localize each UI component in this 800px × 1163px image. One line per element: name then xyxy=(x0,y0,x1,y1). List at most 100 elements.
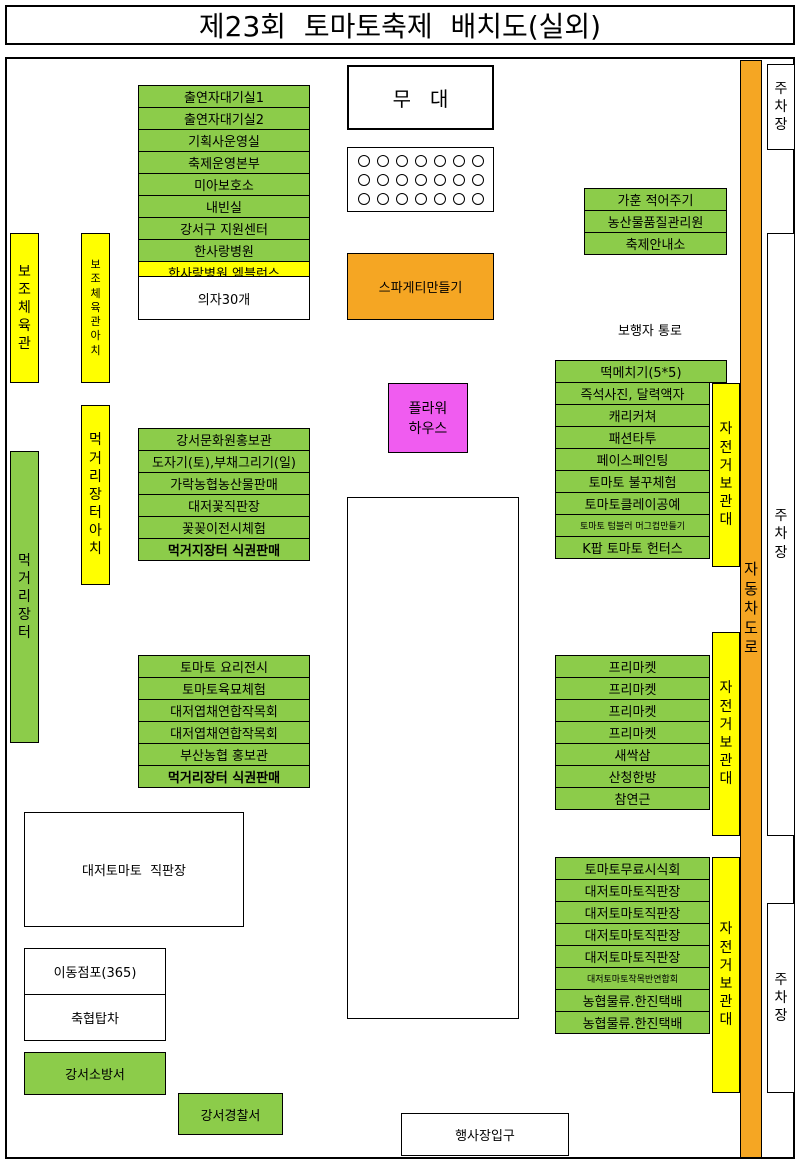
seat-icon xyxy=(452,192,465,205)
booth-cell: 프리마켓 xyxy=(555,721,710,744)
flower-house-label: 플라워 하우스 xyxy=(408,401,448,437)
page-title: 제23회 토마토축제 배치도(실외) xyxy=(5,5,795,45)
booth-cell: 대저꽃직판장 xyxy=(138,494,310,517)
nh-truck-label: 축협탑차 xyxy=(71,1012,119,1027)
seat-icon xyxy=(471,192,484,205)
seat-icon xyxy=(376,154,389,167)
seat-icon xyxy=(414,192,427,205)
booth-cell: 토마토무료시식회 xyxy=(555,857,710,880)
booth-cell: 캐리커쳐 xyxy=(555,404,710,427)
bike-rack-1: 자 전 거 보 관 대 xyxy=(712,383,740,567)
bike-rack-2-label: 자 전 거 보 관 대 xyxy=(719,680,733,788)
booth-cell: 토마토 텀블러 머그컵만들기 xyxy=(555,514,710,537)
mobile-store-label: 이동점포(365) xyxy=(53,966,137,981)
chairs-label: 의자30개 xyxy=(197,292,251,308)
booth-cell: 내빈실 xyxy=(138,195,310,218)
booth-cell: 농협물류.한진택배 xyxy=(555,989,710,1012)
seat-icon xyxy=(376,192,389,205)
booth-cell: 토마토클레이공예 xyxy=(555,492,710,515)
food-market-label: 먹 거 리 장 터 xyxy=(18,552,31,642)
seat-row xyxy=(357,192,484,205)
bike-rack-2: 자 전 거 보 관 대 xyxy=(712,632,740,836)
booth-cell: 프리마켓 xyxy=(555,677,710,700)
rice-cake-booth: 떡메치기(5*5) xyxy=(555,360,727,383)
tomato-direct-market-label: 대저토마토 직판장 xyxy=(82,864,186,879)
parking-1-label: 주 차 장 xyxy=(774,80,788,134)
seat-icon xyxy=(357,173,370,186)
seat-icon xyxy=(414,173,427,186)
booth-cell: K팝 토마토 헌터스 xyxy=(555,536,710,559)
fire-station: 강서소방서 xyxy=(24,1052,166,1095)
parking-2-label: 주 차 장 xyxy=(774,508,788,561)
booth-cell: 출연자대기실1 xyxy=(138,85,310,108)
rice-cake-label: 떡메치기(5*5) xyxy=(600,366,682,381)
booth-cell: 즉석사진, 달력액자 xyxy=(555,382,710,405)
booth-cell: 가훈 적어주기 xyxy=(584,188,727,211)
booth-cell: 강서문화원홍보관 xyxy=(138,428,310,451)
food-arch: 먹 거 리 장 터 아 치 xyxy=(81,405,110,585)
booth-cell: 대저엽채연합작목회 xyxy=(138,699,310,722)
car-road-label: 자 동 차 도 로 xyxy=(744,560,758,657)
seat-icon xyxy=(471,173,484,186)
page-title-text: 제23회 토마토축제 배치도(실외) xyxy=(198,10,602,43)
seat-icon xyxy=(433,192,446,205)
aux-gym: 보 조 체 육 관 xyxy=(10,233,39,383)
seat-icon xyxy=(395,173,408,186)
stage-label: 무 대 xyxy=(392,87,449,111)
seat-icon xyxy=(433,173,446,186)
bike-rack-1-label: 자 전 거 보 관 대 xyxy=(719,421,733,529)
food-arch-label: 먹 거 리 장 터 아 치 xyxy=(89,432,102,558)
seat-icon xyxy=(452,154,465,167)
booth-cell: 축제안내소 xyxy=(584,232,727,255)
booth-cell: 토마토 불꾸체험 xyxy=(555,470,710,493)
seat-row xyxy=(357,173,484,186)
seat-row xyxy=(357,154,484,167)
booth-cell: 부산농협 홍보관 xyxy=(138,743,310,766)
fire-station-label: 강서소방서 xyxy=(65,1068,125,1083)
booth-cell: 토마토 요리전시 xyxy=(138,655,310,678)
central-area xyxy=(347,497,519,1019)
booth-cell: 먹거지장터 식권판매 xyxy=(138,538,310,561)
booth-cell: 프리마켓 xyxy=(555,699,710,722)
booth-cell: 한사랑병원 xyxy=(138,239,310,262)
parking-2: 주 차 장 xyxy=(767,233,795,836)
booth-cell: 가락농협농산물판매 xyxy=(138,472,310,495)
booth-cell: 농협물류.한진택배 xyxy=(555,1011,710,1034)
tomato-direct-market: 대저토마토 직판장 xyxy=(24,812,244,927)
booth-cell: 산청한방 xyxy=(555,765,710,788)
booth-cell: 대저엽채연합작목회 xyxy=(138,721,310,744)
seat-grid xyxy=(357,154,484,205)
booth-cell: 토마토육묘체험 xyxy=(138,677,310,700)
booth-cell: 강서구 지원센터 xyxy=(138,217,310,240)
seat-icon xyxy=(376,173,389,186)
seat-icon xyxy=(395,154,408,167)
seat-icon xyxy=(357,192,370,205)
seat-icon xyxy=(414,154,427,167)
bike-rack-3: 자 전 거 보 관 대 xyxy=(712,857,740,1093)
booth-cell: 기획사운영실 xyxy=(138,129,310,152)
seat-icon xyxy=(471,154,484,167)
spaghetti-label: 스파게티만들기 xyxy=(378,281,463,296)
booth-cell: 출연자대기실2 xyxy=(138,107,310,130)
seat-icon xyxy=(452,173,465,186)
stage: 무 대 xyxy=(347,65,494,130)
police-station-label: 강서경찰서 xyxy=(200,1108,261,1124)
seat-icon xyxy=(357,154,370,167)
aux-gym-label: 보 조 체 육 관 xyxy=(18,263,31,353)
booth-cell: 패션타투 xyxy=(555,426,710,449)
booth-cell: 대저토마토직판장 xyxy=(555,879,710,902)
venue-entrance-label: 행사장입구 xyxy=(455,1129,515,1144)
booth-cell: 대저토마토직판장 xyxy=(555,945,710,968)
audience-seats xyxy=(347,147,494,212)
booth-cell: 축제운영본부 xyxy=(138,151,310,174)
booth-cell: 새싹삼 xyxy=(555,743,710,766)
booth-cell: 농산물품질관리원 xyxy=(584,210,727,233)
booth-cell: 대저토마토직판장 xyxy=(555,901,710,924)
aux-gym-arch: 보 조 체 육 관 아 치 xyxy=(81,233,110,383)
